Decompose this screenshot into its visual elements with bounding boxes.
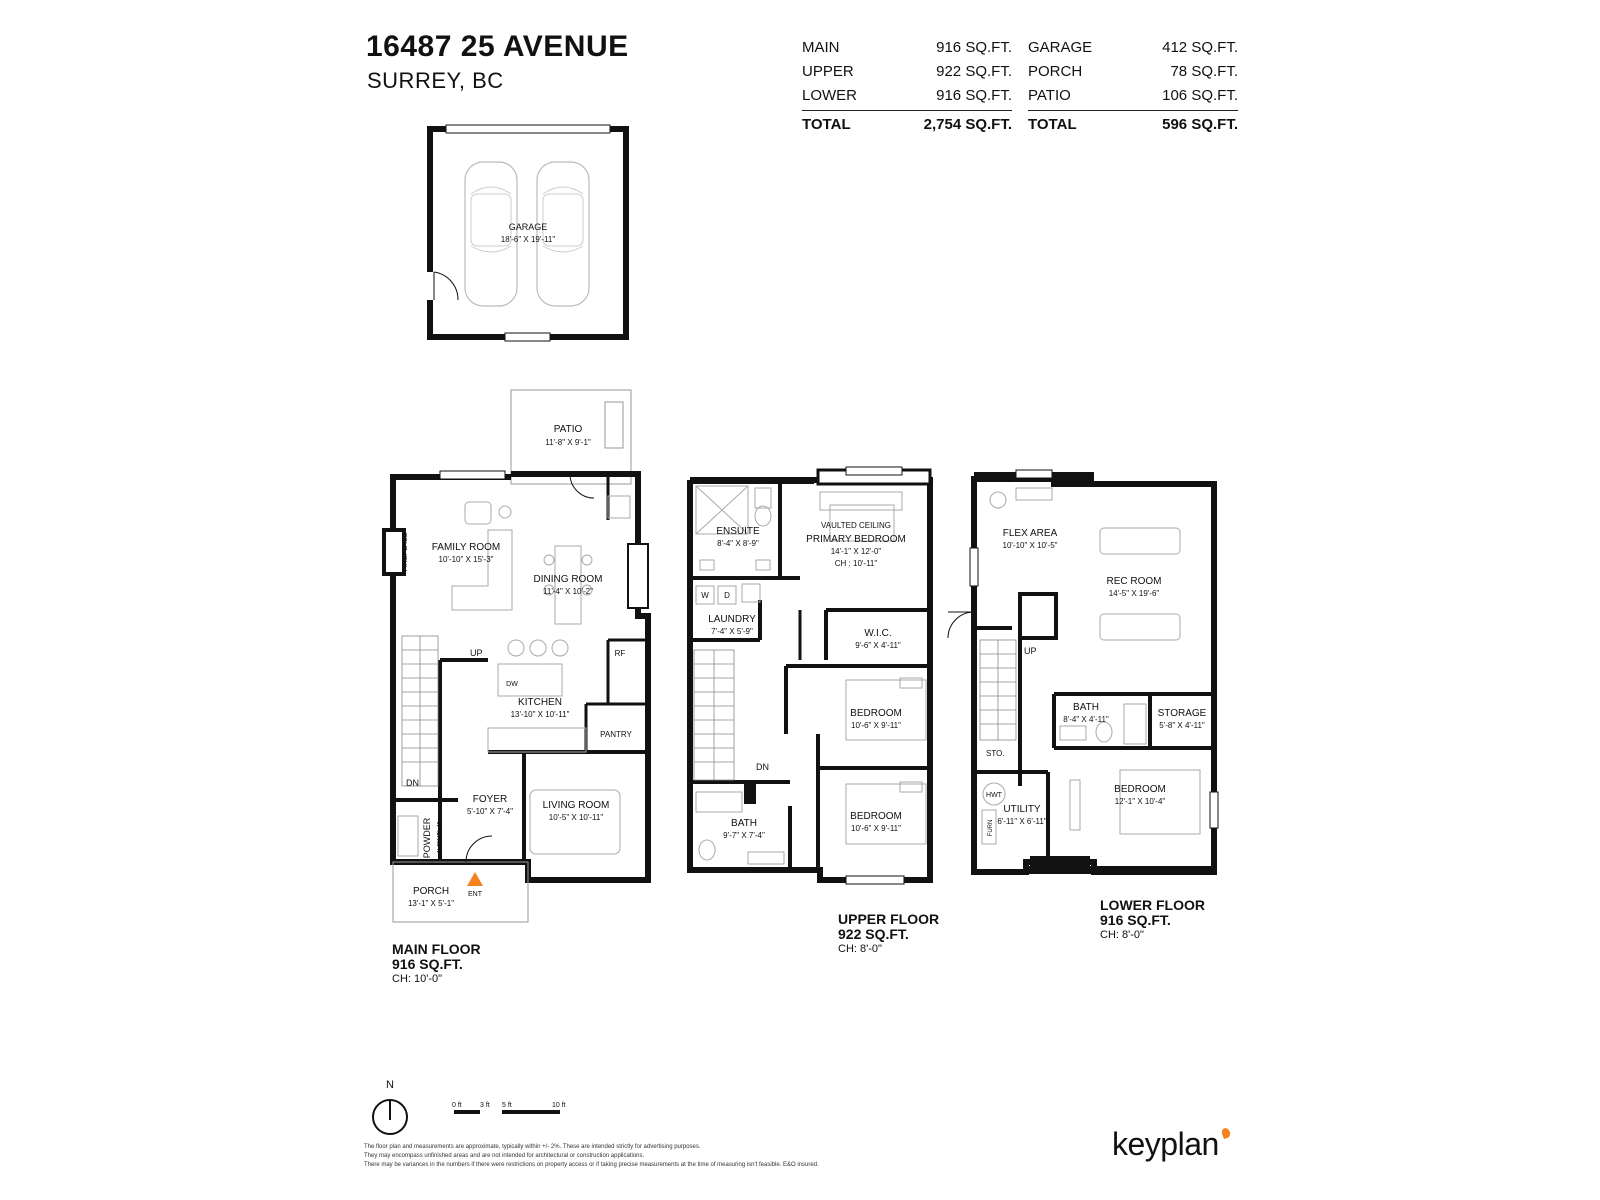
foyer-dims: 5'-10" X 7'-4" xyxy=(467,807,513,816)
disclaimer-line-2: They may encompass unfinished areas and … xyxy=(364,1153,645,1159)
rec-room-dims: 14'-5" X 19'-6" xyxy=(1109,589,1160,598)
porch-dims: 13'-1" X 5'-1" xyxy=(408,899,454,908)
ensuite-dims: 8'-4" X 8'-9" xyxy=(717,539,759,548)
patio-dims: 11'-8" X 9'-1" xyxy=(545,438,591,447)
primary-bedroom-name: PRIMARY BEDROOM xyxy=(806,534,906,545)
powder-dims: 4'-9"X5'-4" xyxy=(437,821,444,854)
disclaimer-line-3: There may be variances in the numbers if… xyxy=(364,1162,819,1168)
garage-plan: GARAGE 18'-6" X 19'-11" xyxy=(426,124,629,342)
sto-label: STO. xyxy=(986,749,1005,758)
ensuite-name: ENSUITE xyxy=(716,526,760,537)
garage-name: GARAGE xyxy=(509,222,548,232)
flex-area-name: FLEX AREA xyxy=(1003,528,1058,539)
disclaimer-line-1: The floor plan and measurements are appr… xyxy=(364,1144,701,1150)
kitchen-dims: 13'-10" X 10'-11" xyxy=(511,710,570,719)
entry-label: ENT xyxy=(468,891,483,898)
scale-5: 5 ft xyxy=(502,1102,512,1109)
foyer-name: FOYER xyxy=(473,794,507,805)
scale-0: 0 ft xyxy=(452,1102,462,1109)
upper-bath-dims: 9'-7" X 7'-4" xyxy=(723,831,765,840)
scale-10: 10 ft xyxy=(552,1102,566,1109)
lower-bedroom-dims: 12'-1" X 10'-4" xyxy=(1115,797,1166,806)
primary-bedroom-dims: 14'-1" X 12'-0" xyxy=(831,547,882,556)
main-floor-ceiling: CH: 10'-0" xyxy=(392,973,443,985)
dining-room-name: DINING ROOM xyxy=(534,574,603,585)
laundry-dims: 7'-4" X 5'-9" xyxy=(711,627,753,636)
disclaimer: The floor plan and measurements are appr… xyxy=(364,1143,1064,1170)
bedroom-1-dims: 10'-6" X 9'-11" xyxy=(851,721,901,730)
wic-dims: 9'-6" X 4'-11" xyxy=(855,641,901,650)
primary-bedroom-note: VAULTED CEILING xyxy=(821,521,891,530)
hwt-label: HWT xyxy=(986,792,1003,799)
porch-name: PORCH xyxy=(413,886,449,897)
fireplace-label: FIREPLACE xyxy=(402,532,409,571)
bedroom-1-name: BEDROOM xyxy=(850,708,902,719)
upper-bath-name: BATH xyxy=(731,818,757,829)
upper-floor-ceiling: CH: 8'-0" xyxy=(838,943,882,955)
north-arrow: N xyxy=(372,1079,408,1135)
washer-label: W xyxy=(701,591,709,600)
family-room-dims: 10'-10" X 15'-3" xyxy=(439,555,494,564)
lower-bath-dims: 8'-4" X 4'-11" xyxy=(1063,715,1109,724)
dryer-label: D xyxy=(724,591,730,600)
main-up-label: UP xyxy=(470,648,483,658)
upper-dn-label: DN xyxy=(756,762,769,772)
flex-area-dims: 10'-10" X 10'-5" xyxy=(1003,541,1058,550)
rec-room-name: REC ROOM xyxy=(1107,576,1162,587)
main-floor-plan: PATIO 11'-8" X 9'-1" FAMILY ROOM 10'-10"… xyxy=(382,389,651,923)
bedroom-2-name: BEDROOM xyxy=(850,811,902,822)
powder-name: POWDER xyxy=(422,817,432,858)
primary-bedroom-ch: CH : 10'-11" xyxy=(835,559,878,568)
property-city: SURREY, BC xyxy=(367,68,504,93)
fridge-label: RF xyxy=(615,649,626,658)
family-room-name: FAMILY ROOM xyxy=(432,542,501,553)
scale-bar: 0 ft 3 ft 5 ft 10 ft xyxy=(452,1102,566,1114)
lower-floor-ceiling: CH: 8'-0" xyxy=(1100,929,1144,941)
wic-name: W.I.C. xyxy=(864,628,891,639)
lower-floor-plan: FLEX AREA 10'-10" X 10'-5" REC ROOM 14'-… xyxy=(947,469,1219,875)
dishwasher-label: DW xyxy=(506,681,518,688)
storage-dims: 5'-8" X 4'-11" xyxy=(1159,721,1205,730)
scale-3: 3 ft xyxy=(480,1102,490,1109)
upper-floor-plan: ENSUITE 8'-4" X 8'-9" VAULTED CEILING PR… xyxy=(687,466,933,885)
utility-dims: 6'-11" X 6'-11" xyxy=(997,817,1047,826)
laundry-name: LAUNDRY xyxy=(708,614,756,625)
main-dn-label: DN xyxy=(406,778,419,788)
bedroom-2-dims: 10'-6" X 9'-11" xyxy=(851,824,901,833)
storage-name: STORAGE xyxy=(1158,708,1207,719)
kitchen-name: KITCHEN xyxy=(518,697,562,708)
north-label: N xyxy=(386,1079,394,1091)
furn-label: FURN xyxy=(988,820,994,837)
garage-dims: 18'-6" X 19'-11" xyxy=(501,235,556,244)
property-address: 16487 25 AVENUE xyxy=(366,30,629,63)
pantry-label: PANTRY xyxy=(600,730,632,739)
living-room-dims: 10'-5" X 10'-11" xyxy=(549,813,604,822)
keyplan-logo: keyplan xyxy=(1112,1126,1219,1162)
utility-name: UTILITY xyxy=(1003,804,1041,815)
lower-up-label: UP xyxy=(1024,646,1037,656)
patio-name: PATIO xyxy=(554,424,583,435)
living-room-name: LIVING ROOM xyxy=(543,800,610,811)
lower-bedroom-name: BEDROOM xyxy=(1114,784,1166,795)
dining-room-dims: 11'-4" X 10'-2" xyxy=(543,587,593,596)
lower-bath-name: BATH xyxy=(1073,702,1099,713)
